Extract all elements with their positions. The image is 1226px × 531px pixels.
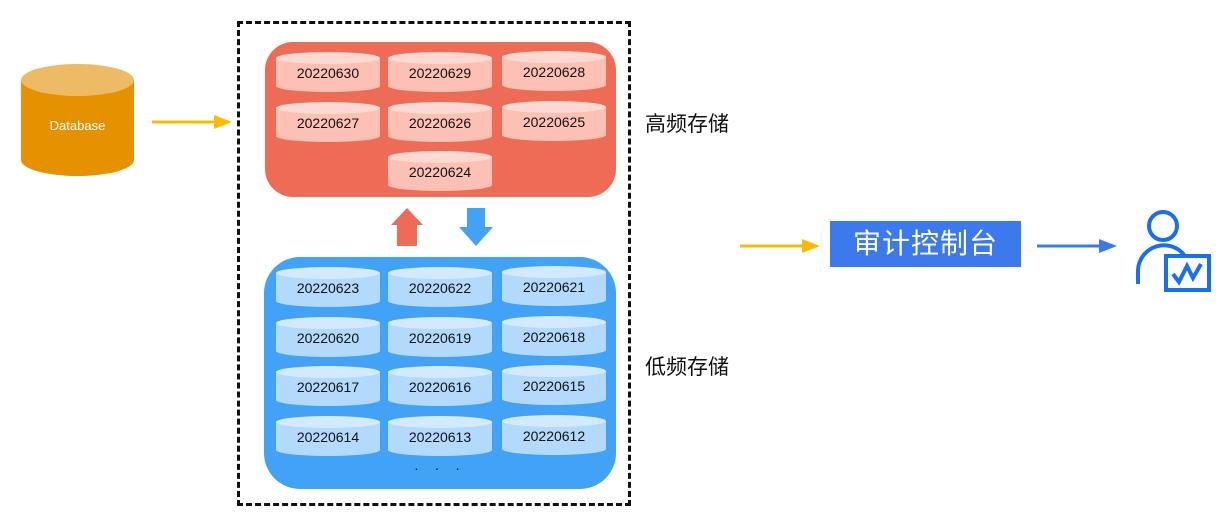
partition-cylinder: 20220613 xyxy=(388,416,492,456)
storage-container xyxy=(237,21,631,506)
partition-cylinder: 20220627 xyxy=(276,102,380,142)
more-partitions-ellipsis: · · · xyxy=(414,460,466,476)
partition-cylinder: 20220628 xyxy=(502,51,606,91)
database-label: Database xyxy=(49,118,106,133)
console-output-arrow-icon xyxy=(1037,239,1117,253)
partition-date-label: 20220614 xyxy=(296,429,360,445)
ingest-arrow-icon xyxy=(152,115,232,129)
partition-cylinder: 20220626 xyxy=(388,102,492,142)
partition-date-label: 20220619 xyxy=(408,330,472,346)
partition-date-label: 20220615 xyxy=(522,378,586,394)
partition-cylinder: 20220622 xyxy=(388,267,492,307)
partition-cylinder: 20220620 xyxy=(276,317,380,357)
database-cylinder xyxy=(21,64,134,176)
cold-storage-label: 低频存储 xyxy=(645,355,729,379)
partition-date-label: 20220625 xyxy=(522,114,586,130)
partition-cylinder: 20220630 xyxy=(276,52,380,92)
partition-date-label: 20220620 xyxy=(296,330,360,346)
user-monitor-icon xyxy=(1136,210,1211,292)
partition-cylinder: 20220614 xyxy=(276,416,380,456)
console-input-arrow-icon xyxy=(740,239,820,253)
partition-cylinder: 20220619 xyxy=(388,317,492,357)
partition-cylinder: 20220624 xyxy=(388,151,492,191)
partition-cylinder: 20220621 xyxy=(502,266,606,306)
partition-cylinder: 20220616 xyxy=(388,366,492,406)
partition-cylinder: 20220623 xyxy=(276,267,380,307)
partition-date-label: 20220630 xyxy=(296,65,360,81)
hot-storage-label: 高频存储 xyxy=(645,112,729,136)
partition-date-label: 20220627 xyxy=(296,115,360,131)
audit-console-button[interactable]: 审计控制台 xyxy=(830,221,1021,267)
partition-date-label: 20220626 xyxy=(408,115,472,131)
partition-date-label: 20220628 xyxy=(522,64,586,80)
partition-date-label: 20220613 xyxy=(408,429,472,445)
partition-date-label: 20220623 xyxy=(296,280,360,296)
partition-cylinder: 20220612 xyxy=(502,415,606,455)
partition-cylinder: 20220629 xyxy=(388,52,492,92)
partition-date-label: 20220629 xyxy=(408,65,472,81)
partition-date-label: 20220624 xyxy=(408,164,472,180)
promote-up-arrow-icon xyxy=(391,208,423,246)
partition-date-label: 20220617 xyxy=(296,379,360,395)
partition-date-label: 20220612 xyxy=(522,428,586,444)
partition-cylinder: 20220625 xyxy=(502,101,606,141)
partition-cylinder: 20220615 xyxy=(502,365,606,405)
partition-date-label: 20220621 xyxy=(522,279,586,295)
partition-cylinder: 20220617 xyxy=(276,366,380,406)
partition-cylinder: 20220618 xyxy=(502,316,606,356)
partition-date-label: 20220616 xyxy=(408,379,472,395)
demote-down-arrow-icon xyxy=(459,208,493,246)
partition-date-label: 20220618 xyxy=(522,329,586,345)
partition-date-label: 20220622 xyxy=(408,280,472,296)
